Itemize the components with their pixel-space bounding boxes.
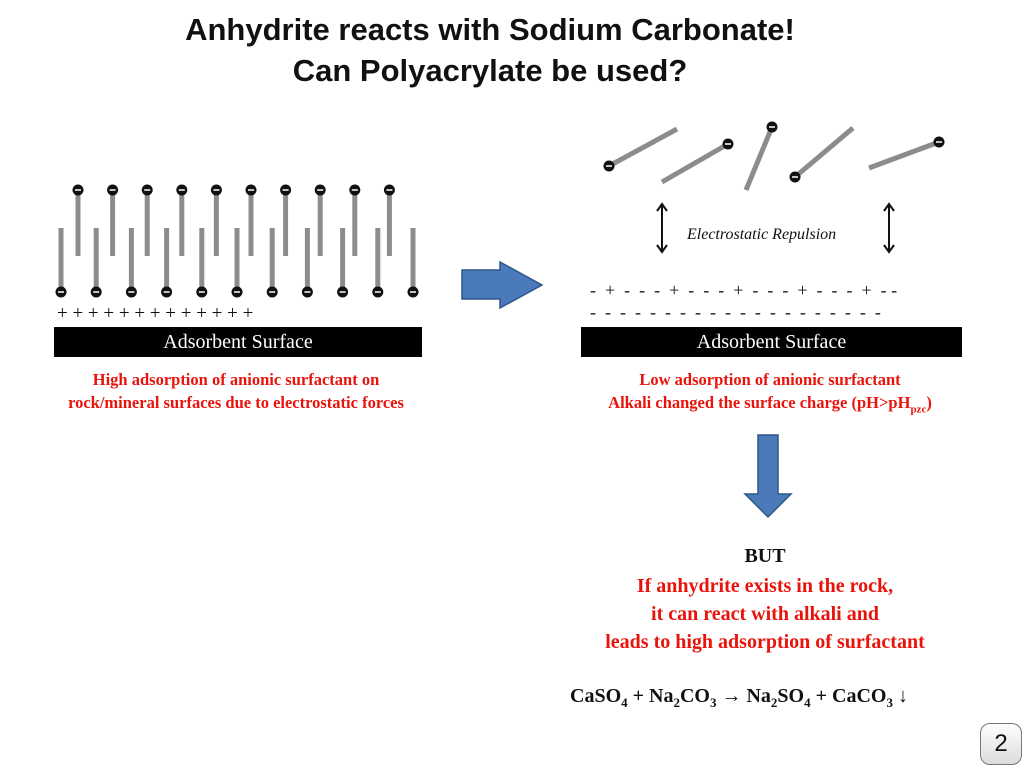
surfactant-molecule <box>383 184 395 256</box>
left-positive-charges: + + + + + + + + + + + + + <box>57 303 254 324</box>
surfactant-molecule <box>868 136 945 171</box>
right-adsorbent-surface: Adsorbent Surface <box>581 327 962 357</box>
eq-plus-caco: + CaCO <box>810 685 887 707</box>
eq-sub-4a: 4 <box>621 695 628 710</box>
repulsion-arrow-right <box>883 202 895 254</box>
right-charges-row2: - - - - - - - - - - - - - - - - - - - - <box>590 302 881 322</box>
surfactant-molecule <box>55 228 67 298</box>
reaction-equation: CaSO4 + Na2CO3 → Na2SO4 + CaCO3 ↓ <box>570 685 908 711</box>
surfactant-molecule <box>603 126 679 172</box>
repulsion-arrow-left <box>656 202 668 254</box>
surfactant-molecule <box>107 184 119 256</box>
surfactant-molecule <box>90 228 102 298</box>
surfactant-molecule <box>125 228 137 298</box>
eq-arrow-na: → Na <box>716 685 771 707</box>
left-surfactant-layer <box>55 184 419 298</box>
but-heading: BUT <box>744 545 786 567</box>
slide-title-line2: Can Polyacrylate be used? <box>292 53 688 88</box>
left-adsorbent-surface: Adsorbent Surface <box>54 327 422 357</box>
page-number-badge: 2 <box>980 723 1022 765</box>
surfactant-molecule <box>789 126 855 183</box>
eq-sub-3a: 3 <box>709 695 717 710</box>
surfactant-molecule <box>337 228 349 298</box>
surfactant-molecule <box>314 184 326 256</box>
conclusion-line3: leads to high adsorption of surfactant <box>605 631 925 653</box>
surfactant-molecule <box>407 228 419 298</box>
transition-arrow-down <box>743 434 793 519</box>
slide-title-line1: Anhydrite reacts with Sodium Carbonate! <box>185 12 795 47</box>
eq-co: CO <box>679 685 710 707</box>
right-caption-line2-main: Alkali changed the surface charge (pH>pH <box>608 393 911 412</box>
eq-sub-2b: 2 <box>770 695 778 710</box>
eq-plus-na: + Na <box>627 685 674 707</box>
transition-arrow-right <box>461 260 544 310</box>
eq-sub-4b: 4 <box>804 695 811 710</box>
left-caption-line2: rock/mineral surfaces due to electrostat… <box>68 393 404 412</box>
conclusion-line1: If anhydrite exists in the rock, <box>636 575 894 597</box>
surfactant-molecule <box>72 184 84 256</box>
conclusion-line2: it can react with alkali and <box>651 603 879 625</box>
surfactant-molecule <box>161 228 173 298</box>
right-caption-line2-end: ) <box>926 393 932 412</box>
eq-sub-3b: 3 <box>886 695 893 710</box>
surfactant-molecule <box>349 184 361 256</box>
surfactant-molecule <box>660 138 734 185</box>
surfactant-molecule <box>372 228 384 298</box>
surfactant-molecule <box>301 228 313 298</box>
left-caption-line1: High adsorption of anionic surfactant on <box>92 370 380 389</box>
conclusion-text: If anhydrite exists in the rock, it can … <box>560 572 970 656</box>
eq-so: SO <box>777 685 805 707</box>
eq-precipitate-arrow: ↓ <box>892 685 908 707</box>
right-caption-line1: Low adsorption of anionic surfactant <box>639 370 901 389</box>
surfactant-molecule <box>196 228 208 298</box>
surfactant-molecule <box>210 184 222 256</box>
right-surfactant-molecules <box>603 121 945 191</box>
right-caption-line2: Alkali changed the surface charge (pH>pH… <box>560 391 980 421</box>
eq-sub-2a: 2 <box>673 695 680 710</box>
surfactant-molecule <box>141 184 153 256</box>
eq-caso: CaSO <box>570 685 622 707</box>
right-caption: Low adsorption of anionic surfactant Alk… <box>560 368 980 421</box>
left-caption: High adsorption of anionic surfactant on… <box>28 368 444 414</box>
right-charges-row1: - + - - - + - - - + - - - + - - - + - - <box>590 280 898 300</box>
surfactant-molecule <box>176 184 188 256</box>
right-caption-pzc: pzc <box>910 403 927 416</box>
electrostatic-repulsion-label: Electrostatic Repulsion <box>687 226 837 243</box>
surfactant-molecule <box>266 228 278 298</box>
surfactant-molecule <box>280 184 292 256</box>
surfactant-molecule <box>245 184 257 256</box>
surfactant-molecule <box>231 228 243 298</box>
surfactant-molecule <box>743 121 778 191</box>
